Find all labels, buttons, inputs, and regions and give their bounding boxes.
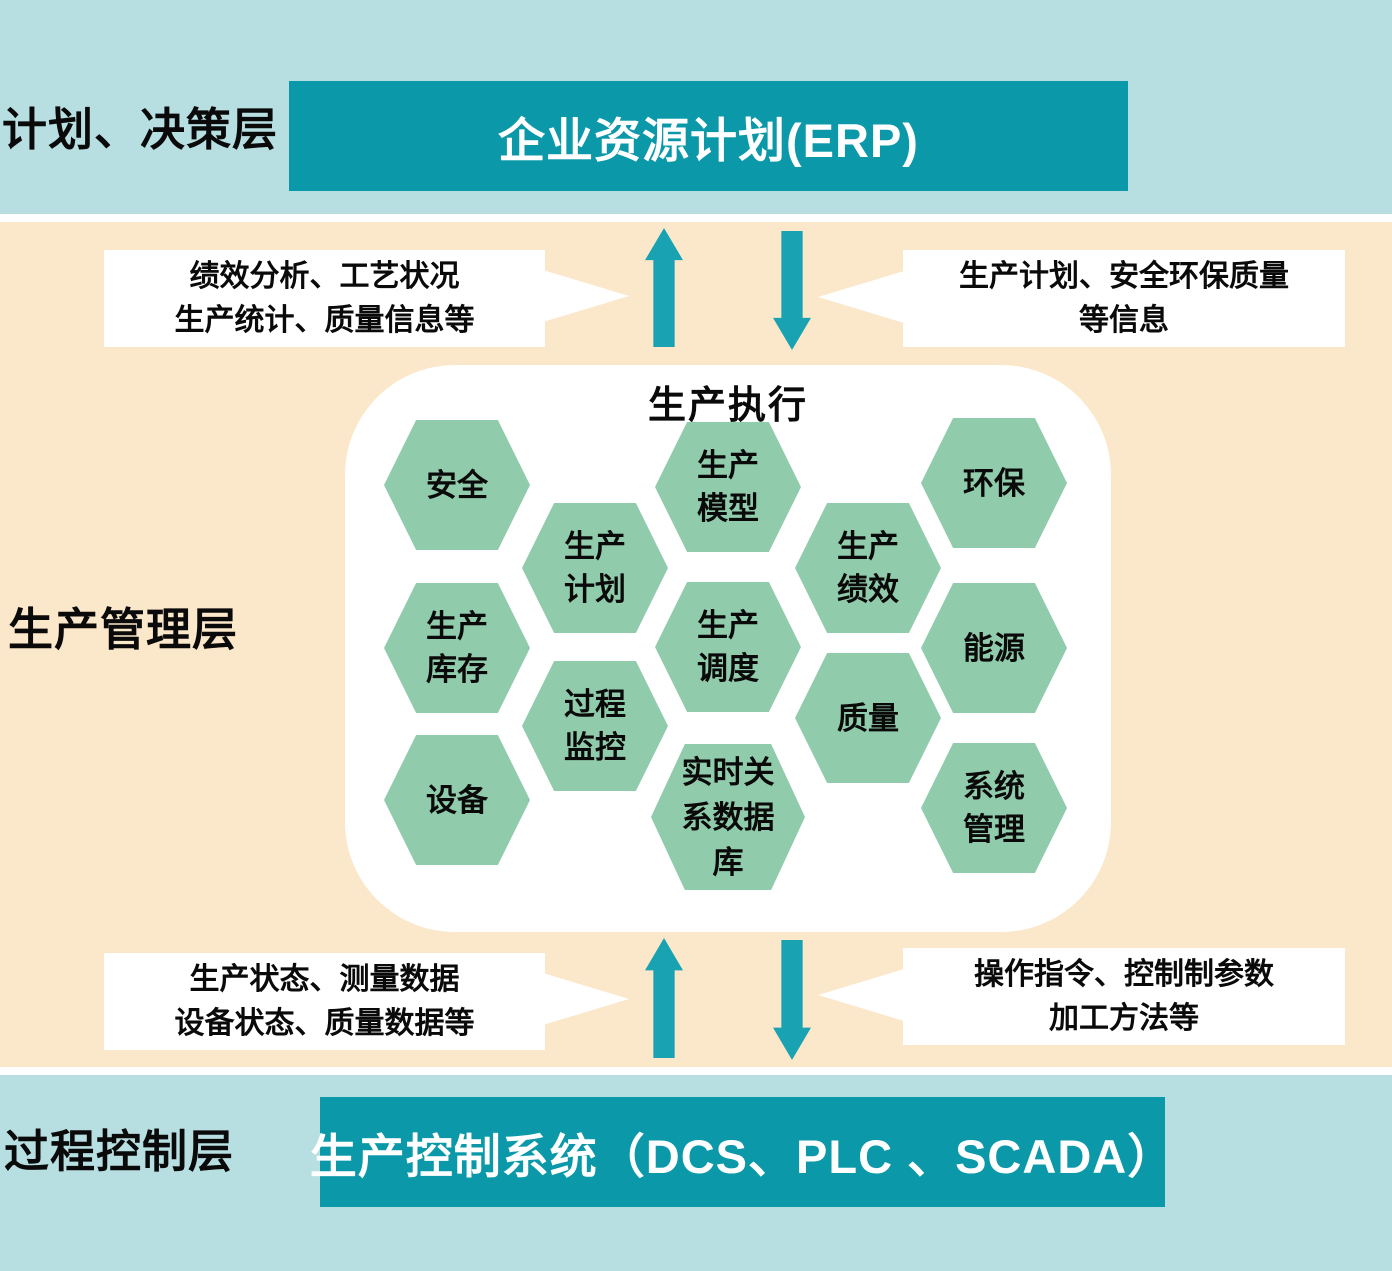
hexagon-production-plan: 生产 计划 [522, 503, 668, 633]
hexagon-production-inventory: 生产 库存 [384, 583, 530, 713]
control-layer-label: 过程控制层 [4, 1126, 235, 1177]
callout-line: 生产状态、测量数据 [189, 962, 460, 996]
callout-line: 生产计划、安全环保质量 [959, 259, 1289, 293]
process-control-system-box: 生产控制系统（DCS、PLC 、SCADA） [310, 1097, 1174, 1207]
callout-performance-info: 绩效分析、工艺状况 生产统计、质量信息等 [104, 250, 545, 347]
management-layer-label: 生产管理层 [8, 604, 239, 655]
hexagon-safety: 安全 [384, 420, 530, 550]
callout-line: 操作指令、控制制参数 [974, 957, 1274, 991]
hexagon-quality: 质量 [795, 653, 941, 783]
hexagon-production-scheduling: 生产 调度 [655, 582, 801, 712]
callout-operation-command-info: 操作指令、控制制参数 加工方法等 [903, 948, 1345, 1045]
hexagon-process-monitoring: 过程 监控 [522, 661, 668, 791]
erp-box: 企业资源计划(ERP) [289, 81, 1128, 191]
planning-layer-label: 计划、决策层 [2, 104, 279, 155]
production-execution-title: 生产执行 [647, 385, 808, 427]
hexagon-production-performance: 生产 绩效 [795, 503, 941, 633]
hexagon-equipment: 设备 [384, 735, 530, 865]
callout-line: 等信息 [1079, 303, 1169, 337]
hexagon-production-model: 生产 模型 [655, 422, 801, 552]
callout-production-status-info: 生产状态、测量数据 设备状态、质量数据等 [104, 953, 545, 1050]
callout-line: 生产统计、质量信息等 [174, 303, 475, 337]
hexagon-realtime-database: 实时关 系数据 库 [651, 744, 805, 890]
hexagon-environmental: 环保 [921, 418, 1067, 548]
callout-line: 设备状态、质量数据等 [174, 1006, 475, 1040]
hexagon-system-management: 系统 管理 [921, 743, 1067, 873]
callout-production-plan-info: 生产计划、安全环保质量 等信息 [903, 250, 1345, 347]
hexagon-energy: 能源 [921, 583, 1067, 713]
callout-line: 绩效分析、工艺状况 [189, 259, 460, 293]
callout-line: 加工方法等 [1049, 1001, 1199, 1035]
